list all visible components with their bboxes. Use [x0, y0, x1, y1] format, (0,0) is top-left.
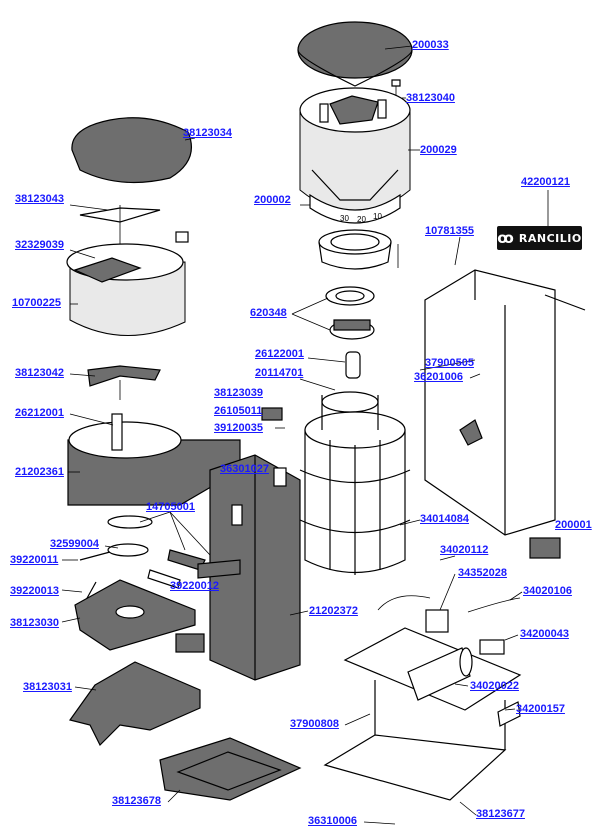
lever-assembly [79, 515, 206, 601]
dial-number-20: 20 [357, 215, 366, 224]
part-link-36201006[interactable]: 36201006 [414, 371, 463, 383]
part-link-32599004[interactable]: 32599004 [50, 538, 99, 550]
part-link-39120035[interactable]: 39120035 [214, 422, 263, 434]
part-link-38123677[interactable]: 38123677 [476, 808, 525, 820]
part-link-38123031[interactable]: 38123031 [23, 681, 72, 693]
part-link-37900505[interactable]: 37900505 [425, 357, 474, 369]
drip-tray [159, 737, 302, 801]
part-link-42200121[interactable]: 42200121 [521, 176, 570, 188]
cup-holder [68, 661, 201, 747]
part-link-34020022[interactable]: 34020022 [470, 680, 519, 692]
part-link-39220011[interactable]: 39220011 [10, 554, 59, 566]
part-link-38123030[interactable]: 38123030 [10, 617, 59, 629]
part-link-34020112[interactable]: 34020112 [440, 544, 489, 556]
part-link-32329039[interactable]: 32329039 [15, 239, 64, 251]
connector-34200043 [479, 639, 505, 655]
doser-base-chamber [67, 413, 241, 506]
dial-number-30: 30 [340, 214, 349, 223]
part-link-26122001[interactable]: 26122001 [255, 348, 304, 360]
part-link-10700225[interactable]: 10700225 [12, 297, 61, 309]
part-link-38123034[interactable]: 38123034 [183, 127, 232, 139]
part-link-20114701[interactable]: 20114701 [255, 367, 304, 379]
part-link-26212001[interactable]: 26212001 [15, 407, 64, 419]
part-link-34200043[interactable]: 34200043 [520, 628, 569, 640]
part-link-38123678[interactable]: 38123678 [112, 795, 161, 807]
part-link-36310006[interactable]: 36310006 [308, 815, 357, 827]
part-link-34200157[interactable]: 34200157 [516, 703, 565, 715]
part-link-620348[interactable]: 620348 [250, 307, 287, 319]
part-link-200001[interactable]: 200001 [555, 519, 592, 531]
doser-lid [71, 117, 192, 184]
part-link-200029[interactable]: 200029 [420, 144, 457, 156]
grind-adjustment-collar [318, 229, 392, 270]
hopper-lid [297, 21, 413, 87]
motor [299, 391, 411, 575]
rancilio-logo-mark: ꝏ [497, 229, 514, 247]
part-link-14705001[interactable]: 14705001 [146, 501, 195, 513]
part-link-36301027[interactable]: 36301027 [220, 463, 269, 475]
doser-star [79, 205, 161, 245]
part-link-39220012[interactable]: 39220012 [170, 580, 219, 592]
relay [425, 609, 449, 633]
leader-lines [61, 45, 549, 825]
capacitor [407, 647, 473, 701]
burr-set [325, 286, 375, 340]
part-link-200033[interactable]: 200033 [412, 39, 449, 51]
part-link-38123043[interactable]: 38123043 [15, 193, 64, 205]
main-switch [529, 537, 561, 559]
doser-container [66, 231, 189, 336]
part-link-21202372[interactable]: 21202372 [309, 605, 358, 617]
doser-lever [197, 559, 241, 579]
part-link-34352028[interactable]: 34352028 [458, 567, 507, 579]
part-link-21202361[interactable]: 21202361 [15, 466, 64, 478]
doser-bottom-plate [74, 579, 196, 651]
rancilio-logo-text: RANCILIO [518, 231, 582, 245]
part-link-39220013[interactable]: 39220013 [10, 585, 59, 597]
part-link-38123040[interactable]: 38123040 [406, 92, 455, 104]
part-link-26105011[interactable]: 26105011 [214, 405, 263, 417]
rancilio-logo: ꝏ RANCILIO [497, 226, 582, 250]
part-link-34014084[interactable]: 34014084 [420, 513, 469, 525]
coupling [345, 351, 361, 379]
part-link-200002[interactable]: 200002 [254, 194, 291, 206]
rear-housing [424, 269, 556, 536]
part-link-37900808[interactable]: 37900808 [290, 718, 339, 730]
dispenser-star [87, 365, 161, 400]
part-link-38123042[interactable]: 38123042 [15, 367, 64, 379]
part-link-10781355[interactable]: 10781355 [425, 225, 474, 237]
part-link-38123039[interactable]: 38123039 [214, 387, 263, 399]
micro-switch [261, 407, 283, 421]
dial-number-10: 10 [373, 212, 382, 221]
column-frame [209, 454, 301, 681]
part-link-34020106[interactable]: 34020106 [523, 585, 572, 597]
bracket-34200157 [497, 701, 521, 727]
terminal-block [175, 633, 205, 653]
hopper: 30 20 10 [299, 87, 411, 224]
